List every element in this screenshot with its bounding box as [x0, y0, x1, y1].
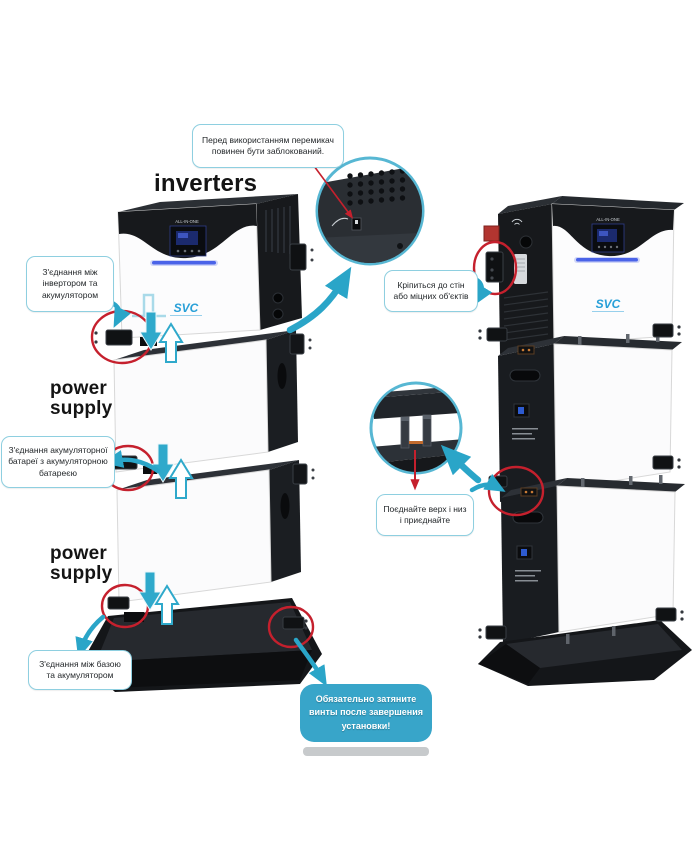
wall-bracket — [485, 251, 504, 283]
highlight-wall-bracket — [472, 240, 518, 296]
right-inverter — [483, 196, 684, 354]
brand-logo: SVC — [596, 297, 621, 311]
highlight-base-right — [267, 605, 315, 649]
arrow-down-icon — [138, 571, 162, 611]
right-stack — [478, 196, 692, 686]
arrow-callout-to-connector — [469, 473, 506, 493]
callout-switch-lock: Перед використанням перемикач повинен бу… — [192, 124, 344, 168]
display-panel — [169, 225, 207, 257]
arrow-base-to-callout — [75, 614, 106, 659]
arrow-up-icon — [154, 584, 180, 625]
stack-direction-arrows — [138, 311, 194, 625]
callout-wall-mount: Кріпиться до стін або міцних об'єктів — [384, 270, 478, 312]
arrow-up-icon — [168, 458, 194, 499]
label-power-supply-bottom: power supply — [50, 543, 113, 584]
side-ports — [272, 292, 284, 320]
led-strip — [574, 257, 640, 263]
brand-logo: SVC — [174, 301, 199, 315]
zoom-detail-pins — [369, 381, 463, 475]
callout-battery-battery: З'єднання акумуляторної батареї з акумул… — [1, 436, 115, 488]
arrow-connector-to-zoom — [440, 444, 482, 484]
arrow-down-icon — [139, 311, 163, 351]
display-panel — [591, 223, 625, 253]
right-base — [478, 620, 692, 686]
arrow-ports-to-zoom — [286, 266, 352, 334]
flow-arrows — [75, 266, 506, 687]
left-base — [82, 598, 322, 692]
round-port — [519, 235, 533, 249]
wall-bracket — [289, 243, 314, 271]
model-text: ALL-IN-ONE — [175, 219, 199, 224]
led-strip — [150, 260, 218, 266]
right-screws — [478, 325, 684, 639]
wifi-icon — [511, 218, 523, 225]
callout-base-battery: З'єднання між базою та акумулятором — [28, 650, 132, 690]
spec-label — [514, 254, 527, 284]
right-battery-unit-1 — [497, 332, 683, 503]
arrow-up-icon — [158, 322, 184, 363]
warning-note: Обязательно затяните винты после заверше… — [300, 684, 432, 742]
red-terminal — [483, 225, 500, 242]
left-stack — [82, 194, 322, 692]
callout-join-top-bottom: Поєднайте верх і низ і приєднайте — [376, 494, 474, 536]
arrow-joint-to-battery-callout — [102, 450, 161, 474]
heatsink-fins — [265, 206, 291, 254]
left-inverter — [117, 194, 314, 339]
callout-inverter-battery: З'єднання між інвертором та акумулятором — [26, 256, 114, 312]
pointer-lines-red — [313, 165, 420, 491]
vent-lines — [503, 291, 549, 341]
note-shadow-bar — [303, 747, 429, 756]
zoom-detail-switch — [315, 156, 425, 266]
label-power-supply-top: power supply — [50, 378, 113, 419]
pointer-callout-to-switch — [313, 165, 354, 219]
model-text: ALL-IN-ONE — [596, 217, 620, 222]
arrow-base-to-warning — [293, 637, 327, 687]
label-inverters: inverters — [154, 170, 258, 197]
left-screws — [94, 331, 308, 630]
